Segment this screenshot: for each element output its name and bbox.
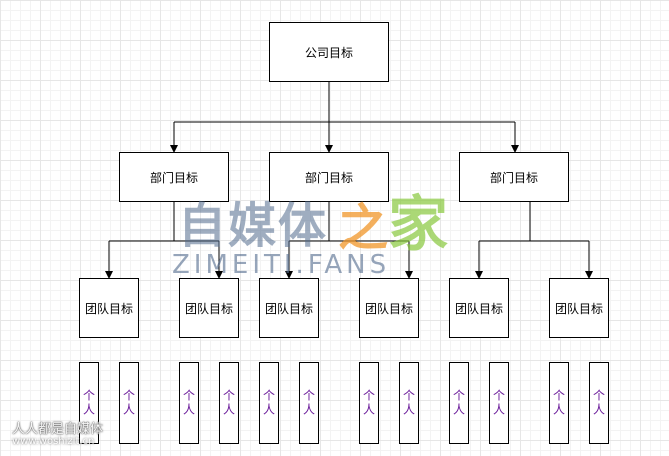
node-person: 个人 xyxy=(449,362,469,444)
watermark-zimeiti-en: ZIMEITI.FANS xyxy=(172,250,391,280)
watermark-zimeiti-cn: 自媒体 xyxy=(178,198,329,254)
footer-watermark-url: www.woshizit.cn xyxy=(12,436,95,447)
node-team-goal-2: 团队目标 xyxy=(179,278,239,338)
node-dept-goal-3: 部门目标 xyxy=(459,152,569,202)
node-dept-goal-1: 部门目标 xyxy=(119,152,229,202)
node-team-goal-5: 团队目标 xyxy=(449,278,509,338)
node-team-goal-4: 团队目标 xyxy=(359,278,419,338)
node-person: 个人 xyxy=(219,362,239,444)
node-person: 个人 xyxy=(79,362,99,444)
node-person: 个人 xyxy=(399,362,419,444)
watermark-zhijia: 之家 xyxy=(338,176,448,263)
edge-dept-1-branch xyxy=(109,202,219,242)
footer-watermark-text: 人人都是自媒体 xyxy=(12,422,104,437)
node-person: 个人 xyxy=(359,362,379,444)
edge-dept-3-branch xyxy=(479,202,589,242)
watermark-zhi: 之 xyxy=(338,199,388,257)
watermark-jia: 家 xyxy=(388,190,448,260)
node-team-goal-6: 团队目标 xyxy=(549,278,609,338)
edge-company-to-departments xyxy=(174,82,515,123)
node-person: 个人 xyxy=(179,362,199,444)
node-person: 个人 xyxy=(489,362,509,444)
node-person: 个人 xyxy=(119,362,139,444)
node-dept-goal-2: 部门目标 xyxy=(269,152,389,202)
node-person: 个人 xyxy=(589,362,609,444)
node-person: 个人 xyxy=(549,362,569,444)
node-person: 个人 xyxy=(259,362,279,444)
node-team-goal-1: 团队目标 xyxy=(79,278,139,338)
node-company-goal: 公司目标 xyxy=(269,22,389,82)
node-team-goal-3: 团队目标 xyxy=(259,278,319,338)
node-person: 个人 xyxy=(299,362,319,444)
edge-dept-2-branch xyxy=(289,202,409,242)
